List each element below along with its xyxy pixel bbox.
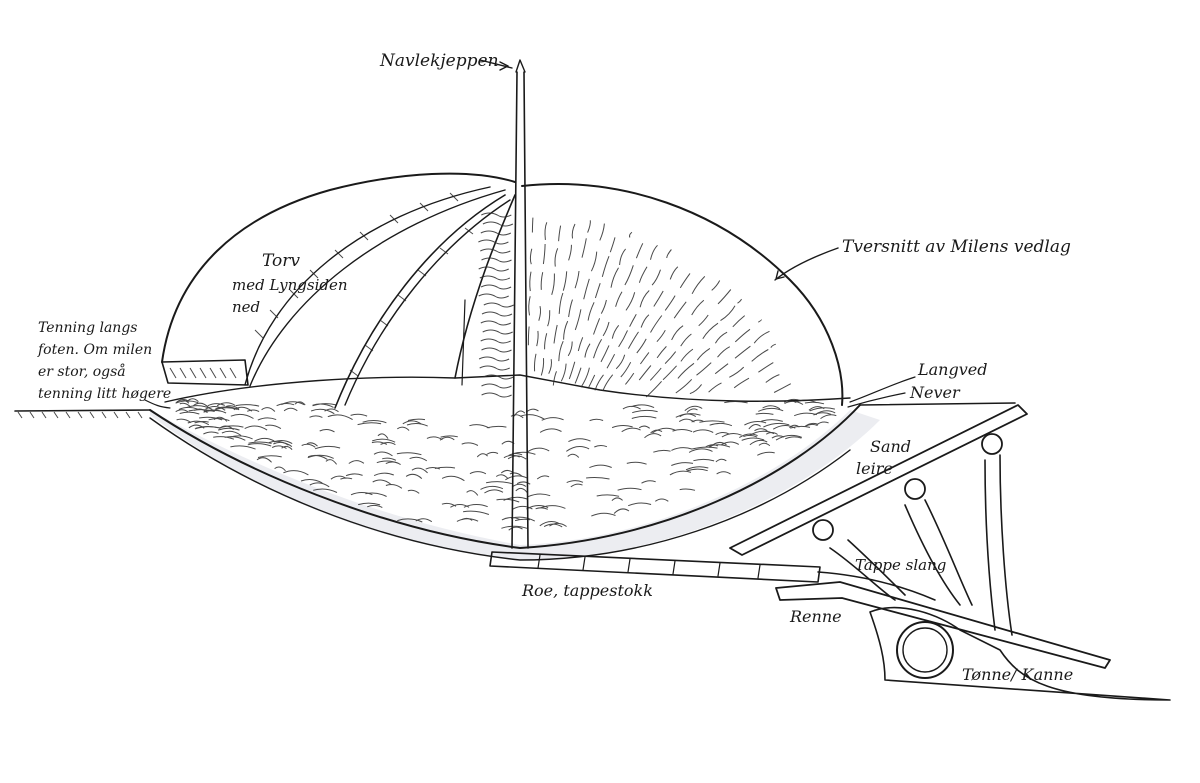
wood-stack-base — [164, 374, 851, 531]
label-sand: Sand — [870, 437, 911, 456]
label-cross-section: Tversnitt av Milens vedlag — [842, 237, 1071, 257]
central-pole — [511, 59, 529, 549]
label-pole: Navlekjeppen — [379, 51, 499, 71]
dome-cross-section — [521, 183, 844, 406]
pipe-log — [489, 551, 821, 583]
diagram-labels: Navlekjeppen Torv med Lyngsiden ned Tver… — [37, 51, 1073, 684]
kiln-pit — [149, 402, 1016, 561]
label-ignition-3: er stor, også — [38, 363, 126, 380]
peat-cover — [161, 172, 516, 409]
label-trough: Renne — [789, 607, 842, 626]
ground-left — [14, 409, 151, 419]
label-bark: Never — [909, 383, 961, 402]
label-barrel: Tønne/ Kanne — [962, 665, 1073, 684]
label-tap-pipe: Tappe slang — [855, 556, 946, 574]
label-ignition-2: foten. Om milen — [37, 342, 152, 358]
label-clay: leire — [856, 459, 893, 478]
label-peat-note-2: ned — [232, 298, 260, 316]
label-ignition-1: Tenning langs — [38, 320, 137, 336]
label-peat: Torv — [262, 251, 300, 271]
label-pipe-log: Roe, tappestokk — [521, 581, 653, 600]
label-peat-note-1: med Lyngsiden — [232, 276, 348, 294]
tap-ramp — [729, 404, 1171, 701]
label-ignition-4: tenning litt høgere — [38, 386, 171, 402]
label-langved: Langved — [917, 360, 987, 379]
leader-lines — [144, 59, 916, 409]
